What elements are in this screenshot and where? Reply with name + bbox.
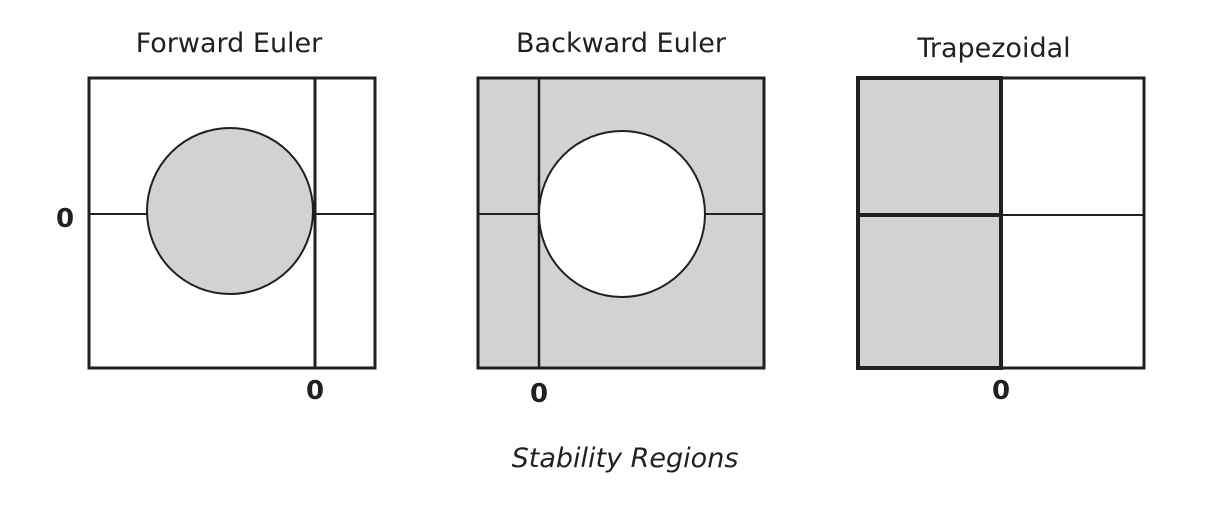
real-origin-label: 0: [530, 379, 548, 409]
stable-region-disk: [146, 127, 314, 295]
panel-title-backward-euler: Backward Euler: [516, 28, 727, 59]
panel-backward-euler: Backward Euler 0: [476, 28, 766, 409]
figure-caption: Stability Regions: [512, 443, 739, 474]
panel-title-forward-euler: Forward Euler: [136, 28, 323, 59]
panel-title-trapezoidal: Trapezoidal: [916, 33, 1070, 64]
panel-forward-euler: Forward Euler 0 0: [56, 28, 377, 406]
imag-origin-label: 0: [56, 204, 74, 234]
stable-region-left-half-plane: [856, 76, 1003, 370]
panel-trapezoidal: Trapezoidal 0: [856, 33, 1146, 406]
real-origin-label: 0: [306, 376, 324, 406]
unstable-region-disk: [538, 130, 706, 298]
real-origin-label: 0: [992, 376, 1010, 406]
